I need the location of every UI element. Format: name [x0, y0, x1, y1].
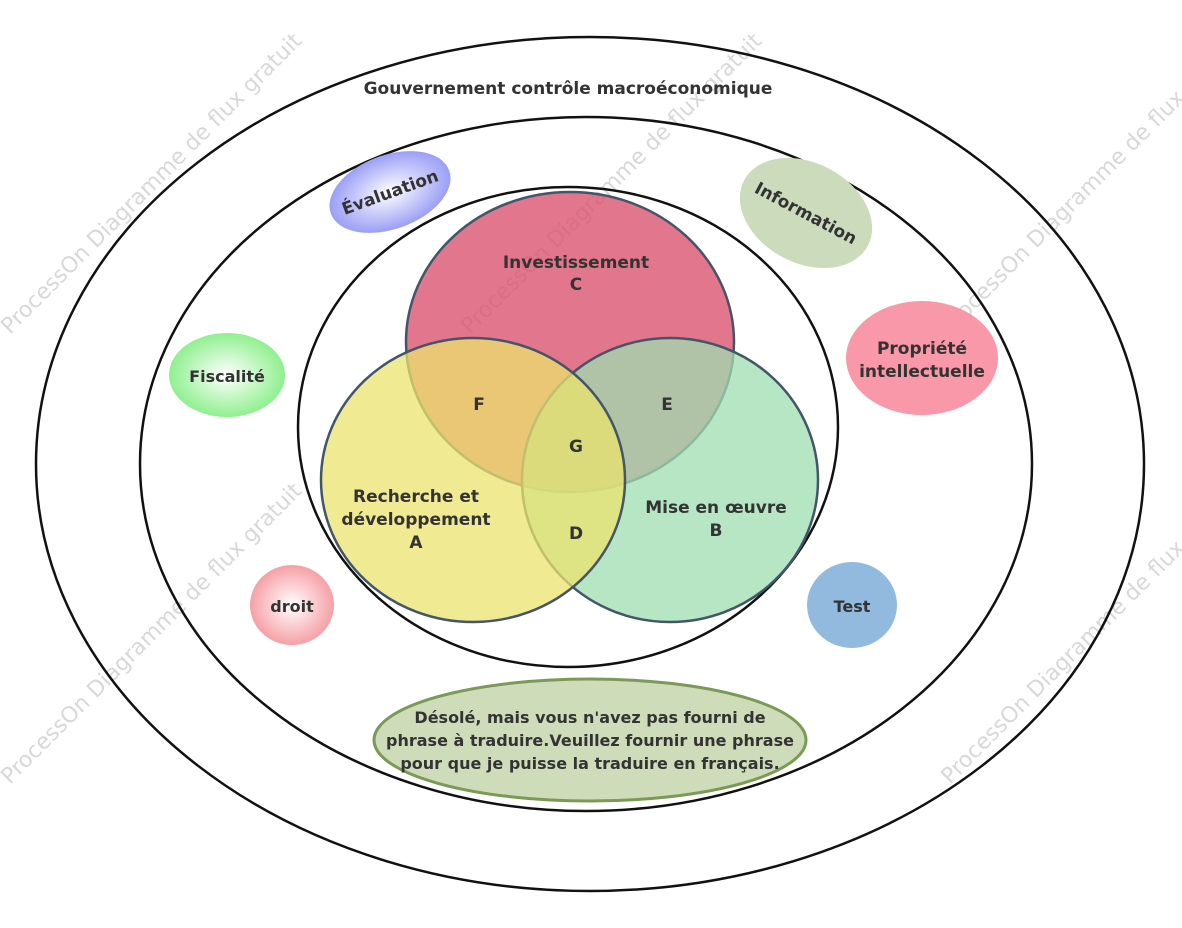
venn-label-a-line2: développement: [341, 510, 490, 530]
bubble-evaluation: Évaluation: [329, 151, 451, 233]
venn-letter-c: C: [570, 275, 582, 295]
venn-circles: [319, 190, 820, 624]
bubble-droit: droit: [250, 565, 334, 645]
venn-label-b: Mise en œuvre: [645, 498, 787, 518]
venn-circle-a: [319, 336, 627, 624]
outer-ellipse: [34, 35, 1146, 893]
bubble-test: Test: [807, 562, 897, 648]
venn-letter-a: A: [409, 533, 423, 553]
intersection-e: E: [661, 395, 673, 415]
watermark-text: ProcessOn Diagramme de flux gratuit: [0, 28, 307, 339]
venn-label-a-line1: Recherche et: [353, 487, 479, 507]
outer-title: Gouvernement contrôle macroéconomique: [364, 79, 773, 99]
bubble-fiscalite-label: Fiscalité: [189, 367, 265, 386]
bubble-information: Information: [739, 157, 873, 269]
bottom-note-line3: pour que je puisse la traduire en frança…: [400, 754, 779, 773]
intersection-d: D: [569, 524, 583, 544]
inner-ellipse: [296, 185, 840, 669]
venn-label-c: Investissement: [503, 253, 649, 273]
venn-letter-b: B: [710, 521, 723, 541]
middle-ellipse: [138, 115, 1034, 813]
bottom-note-line2: phrase à traduire.Veuillez fournir une p…: [386, 731, 794, 750]
bottom-note-line1: Désolé, mais vous n'avez pas fourni de: [414, 708, 765, 727]
bubble-fiscalite: Fiscalité: [169, 333, 285, 417]
intersection-f: F: [473, 395, 485, 415]
bubble-propriete: Propriété intellectuelle: [846, 301, 998, 415]
watermark-text: ProcessOn Diagramme de flux gratuit: [937, 478, 1182, 789]
intersection-g: G: [569, 437, 583, 457]
bubble-propriete-line2: intellectuelle: [859, 362, 985, 382]
bottom-note: Désolé, mais vous n'avez pas fourni de p…: [372, 677, 808, 803]
watermark-text: ProcessOn Diagramme de flux gratuit: [0, 478, 307, 789]
bubble-droit-label: droit: [270, 597, 314, 616]
bubble-propriete-line1: Propriété: [877, 339, 967, 359]
bubble-test-label: Test: [834, 597, 871, 616]
